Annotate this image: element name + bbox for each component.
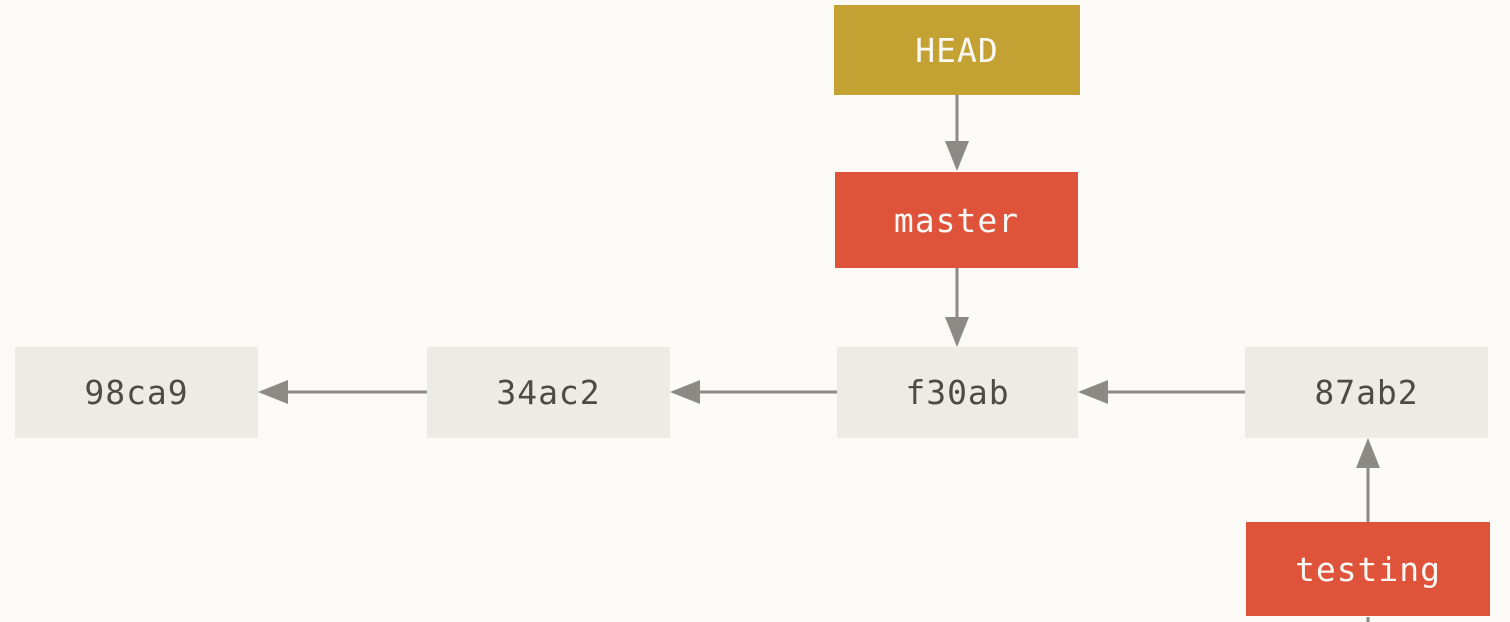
commit-98ca9-box: 98ca9 <box>15 347 258 438</box>
commit-98ca9-label: 98ca9 <box>84 373 189 412</box>
branch-testing-box: testing <box>1246 522 1490 616</box>
commit-34ac2-box: 34ac2 <box>427 347 670 438</box>
commit-f30ab-label: f30ab <box>905 373 1010 412</box>
commit-34ac2-label: 34ac2 <box>496 373 601 412</box>
branch-master-label: master <box>893 200 1020 240</box>
commit-87ab2-label: 87ab2 <box>1314 373 1419 412</box>
branch-testing-label: testing <box>1294 549 1442 589</box>
head-pointer-label: HEAD <box>915 30 999 70</box>
commit-f30ab-box: f30ab <box>837 347 1078 438</box>
branch-master-box: master <box>835 172 1078 268</box>
commit-87ab2-box: 87ab2 <box>1245 347 1488 438</box>
head-pointer-box: HEAD <box>834 5 1080 95</box>
